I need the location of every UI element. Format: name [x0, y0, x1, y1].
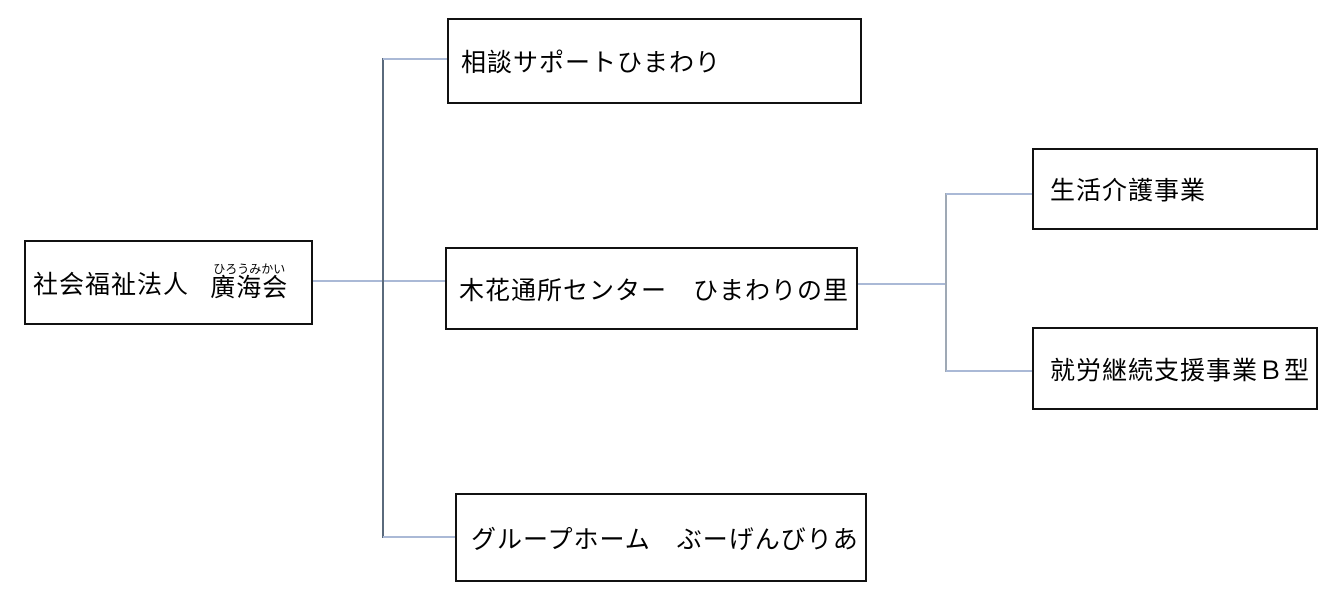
connector-branch-bottom — [383, 536, 455, 538]
org-root-box: 社会福祉法人廣海会ひろうみかい — [24, 240, 313, 325]
org-name-ruby: 廣海会ひろうみかい — [210, 262, 288, 304]
box-shuurou-keizoku-shien-b: 就労継続支援事業Ｂ型 — [1032, 327, 1318, 410]
division-label: グループホーム ぶーげんびりあ — [471, 526, 859, 554]
division-label: 木花通所センター ひまわりの里 — [459, 277, 850, 305]
connector-service-bottom — [946, 370, 1032, 372]
org-type-label: 社会福祉法人 — [33, 271, 190, 299]
service-label: 生活介護事業 — [1050, 178, 1207, 205]
connector-right-trunk-vertical — [945, 193, 947, 372]
box-seikatsu-kaigo-jigyou: 生活介護事業 — [1032, 148, 1318, 230]
connector-left-trunk-vertical — [382, 58, 384, 538]
division-label: 相談サポートひまわり — [461, 50, 722, 77]
connector-middle-to-right — [858, 283, 946, 285]
org-name-furigana: ひろうみかい — [210, 261, 289, 276]
connector-branch-top — [383, 58, 447, 60]
box-soudan-support-himawari: 相談サポートひまわり — [447, 18, 862, 104]
service-label: 就労継続支援事業Ｂ型 — [1050, 357, 1311, 385]
org-name-label: 廣海会 — [210, 274, 289, 302]
connector-root-horizontal — [313, 280, 445, 282]
box-group-home-bougainvillea: グループホーム ぶーげんびりあ — [455, 493, 867, 582]
connector-service-top — [946, 193, 1032, 195]
box-kibana-center-himawari-no-sato: 木花通所センター ひまわりの里 — [445, 247, 858, 330]
